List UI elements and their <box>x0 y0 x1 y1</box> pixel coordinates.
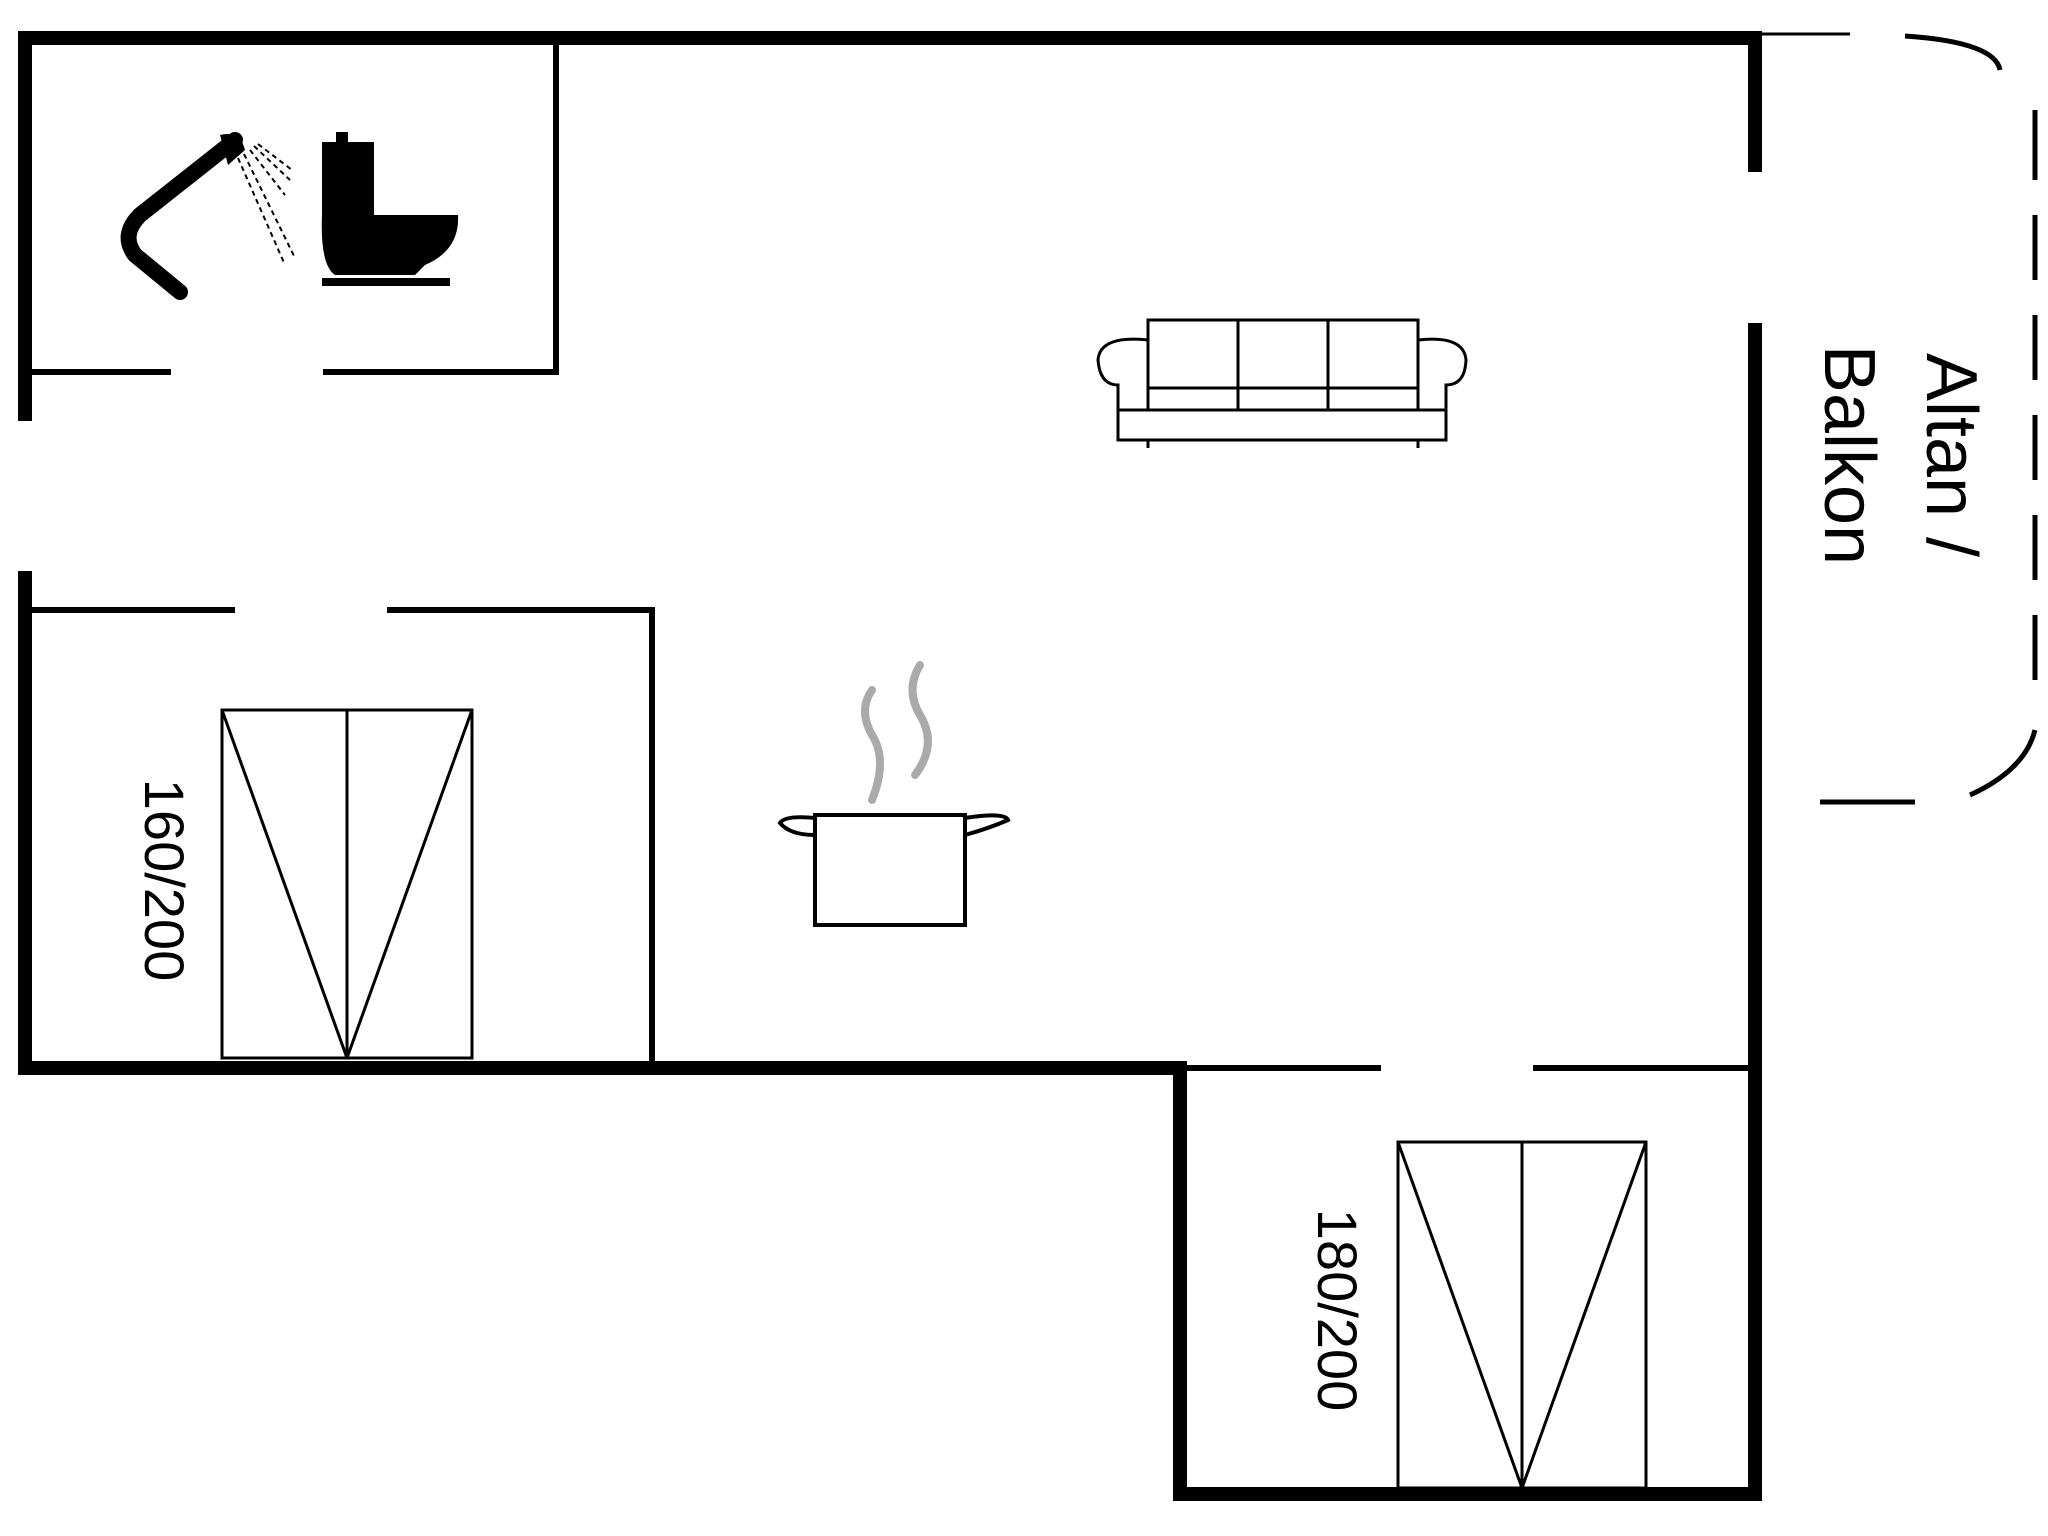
interior-walls <box>22 35 1758 1071</box>
sofa-icon <box>1096 318 1468 448</box>
bed-icon <box>1396 1140 1648 1490</box>
bed-size-label: 160/200 <box>133 779 196 981</box>
balcony-label: Altan / Balkon <box>1809 345 1991 565</box>
bed-icon <box>220 708 474 1060</box>
balcony-label-line2: Balkon <box>1809 345 1889 565</box>
steam-icon <box>861 661 932 804</box>
toilet-icon <box>321 132 459 286</box>
balcony-label-line1: Altan / <box>1911 353 1991 557</box>
shower-icon <box>120 132 296 300</box>
balcony-outline <box>1755 32 2038 805</box>
outer-walls <box>18 31 1762 1501</box>
cooking-pot-icon <box>777 661 1011 927</box>
bed-size-label: 180/200 <box>1306 1209 1369 1411</box>
